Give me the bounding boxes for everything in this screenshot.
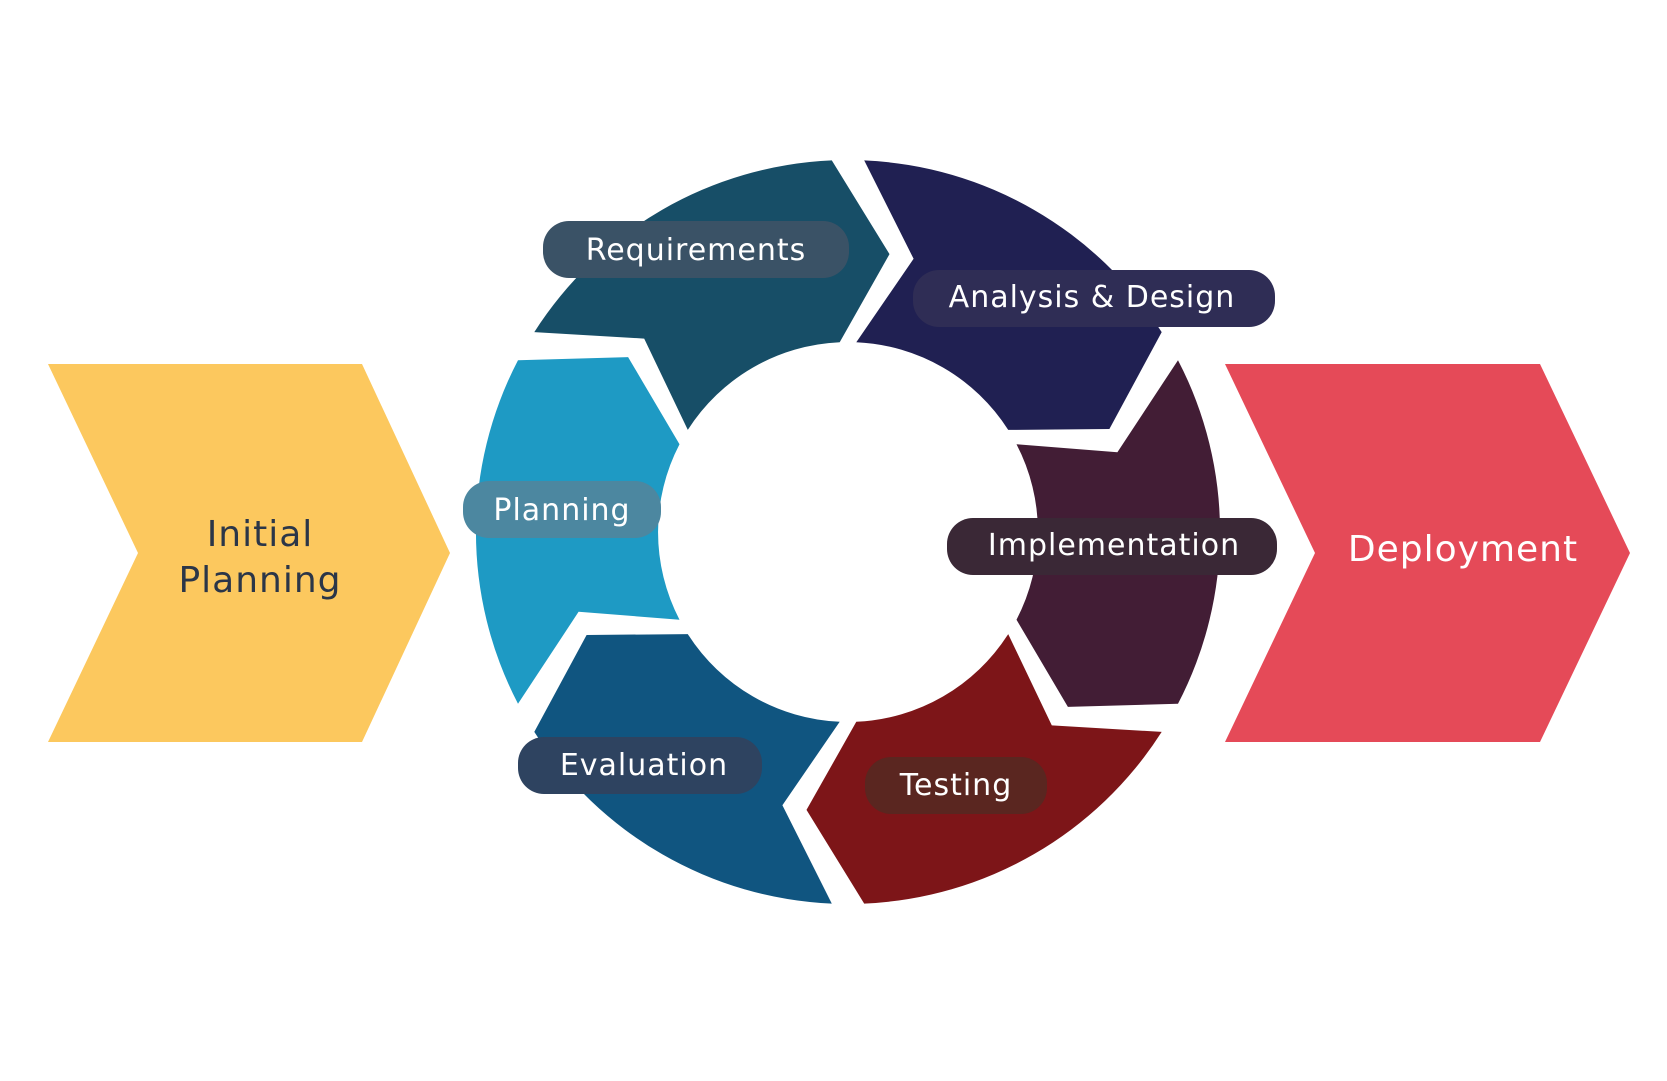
deployment-label: Deployment — [1348, 529, 1578, 570]
evaluation-pill — [518, 737, 762, 794]
initial-planning-step: Initial Planning — [48, 364, 450, 742]
label-implementation: Implementation — [947, 518, 1277, 575]
implementation-label: Implementation — [988, 528, 1240, 563]
planning-pill — [463, 481, 661, 538]
implementation-pill — [947, 518, 1277, 575]
planning-label: Planning — [493, 493, 630, 528]
requirements-pill — [543, 221, 849, 278]
deployment-arrow — [1225, 364, 1630, 742]
deployment-step: Deployment — [1225, 364, 1630, 742]
analysis-design-pill — [913, 270, 1275, 327]
initial-planning-label-line1: Initial — [207, 514, 314, 555]
testing-label: Testing — [899, 768, 1012, 803]
requirements-label: Requirements — [586, 233, 807, 268]
initial-planning-label-line2: Planning — [178, 560, 341, 601]
label-testing: Testing — [865, 757, 1047, 814]
analysis-design-label: Analysis & Design — [949, 280, 1236, 315]
label-evaluation: Evaluation — [518, 737, 762, 794]
label-analysis-design: Analysis & Design — [913, 270, 1275, 327]
label-requirements: Requirements — [543, 221, 849, 278]
label-planning: Planning — [463, 481, 661, 538]
evaluation-label: Evaluation — [560, 748, 728, 783]
initial-planning-arrow — [48, 364, 450, 742]
testing-pill — [865, 757, 1047, 814]
